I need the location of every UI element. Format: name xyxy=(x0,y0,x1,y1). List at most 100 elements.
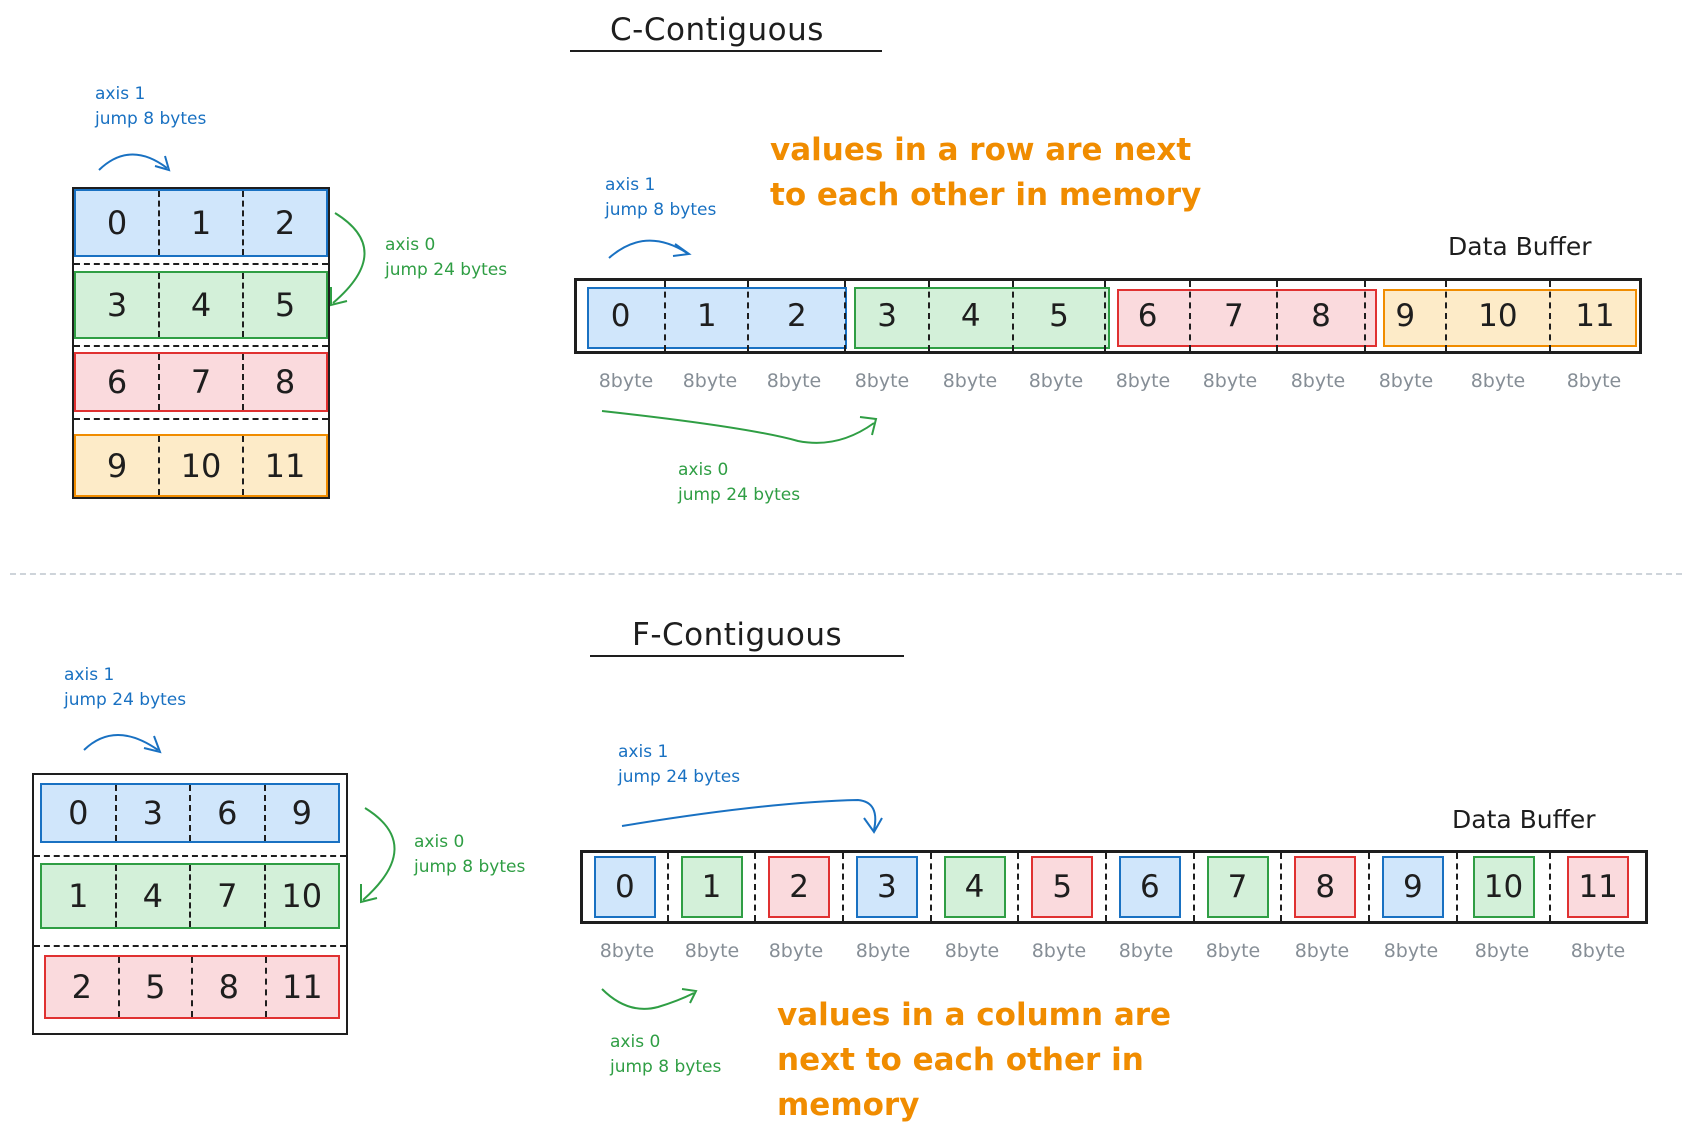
c-matrix-cell: 6 xyxy=(76,354,160,410)
c-matrix-cell: 3 xyxy=(76,273,160,337)
f-contiguous-title: F-Contiguous xyxy=(632,617,843,653)
c-buffer-cell: 11 xyxy=(1575,298,1615,334)
c-buffer-group-2 xyxy=(1117,289,1377,347)
c-matrix-row-0: 0 1 2 xyxy=(74,189,328,257)
c-byte-label: 8byte xyxy=(766,370,822,392)
c-buffer-label: Data Buffer xyxy=(1448,232,1592,261)
c-buffer-axis1-label: axis 1 jump 8 bytes xyxy=(605,175,717,220)
f-buffer-cell-2: 2 xyxy=(756,853,845,921)
f-buffer-value: 8 xyxy=(1294,856,1357,918)
c-matrix-cell: 2 xyxy=(274,204,296,242)
f-matrix-cell: 0 xyxy=(42,785,117,841)
f-matrix-cell: 4 xyxy=(117,865,191,927)
f-byte-label: 8byte xyxy=(855,940,911,962)
c-data-buffer: 0 1 2 3 4 5 6 7 8 9 10 11 xyxy=(574,278,1642,354)
c-title-underline xyxy=(570,50,882,52)
f-matrix-cell: 6 xyxy=(191,785,266,841)
f-buffer-cell-7: 7 xyxy=(1195,853,1283,921)
f-buffer-cell-0: 0 xyxy=(583,853,669,921)
c-matrix: 0 1 2 3 4 5 6 7 8 9 10 11 xyxy=(72,187,330,499)
f-matrix-axis1-arrow xyxy=(83,734,162,754)
f-buffer-cell-6: 6 xyxy=(1107,853,1195,921)
f-byte-label: 8byte xyxy=(684,940,740,962)
f-matrix-cell: 3 xyxy=(117,785,191,841)
c-buffer-cell: 7 xyxy=(1191,281,1279,351)
f-buffer-value: 5 xyxy=(1031,856,1094,918)
f-matrix-cell: 7 xyxy=(191,865,266,927)
c-byte-label: 8byte xyxy=(1378,370,1434,392)
f-matrix-axis0-arrow xyxy=(360,807,396,904)
c-matrix-divider xyxy=(74,345,328,347)
f-matrix-divider xyxy=(34,945,346,947)
c-matrix-cell: 4 xyxy=(160,273,244,337)
c-matrix-axis1-arrow xyxy=(98,153,171,172)
f-byte-label: 8byte xyxy=(944,940,1000,962)
f-buffer-axis0-arrow xyxy=(601,988,698,1010)
f-buffer-cell-4: 4 xyxy=(932,853,1020,921)
f-matrix-cell: 11 xyxy=(281,968,323,1006)
c-byte-label: 8byte xyxy=(1202,370,1258,392)
f-buffer-cell-5: 5 xyxy=(1019,853,1108,921)
c-matrix-row-1: 3 4 5 xyxy=(74,271,328,339)
f-buffer-value: 7 xyxy=(1206,856,1269,918)
c-buffer-cell: 9 xyxy=(1366,281,1447,351)
c-matrix-cell: 5 xyxy=(274,286,296,324)
f-buffer-cell-9: 9 xyxy=(1370,853,1458,921)
c-buffer-cell: 3 xyxy=(846,281,930,351)
f-buffer-cell-1: 1 xyxy=(669,853,757,921)
f-byte-label: 8byte xyxy=(1570,940,1626,962)
c-contiguous-title: C-Contiguous xyxy=(610,12,824,48)
c-buffer-group-3 xyxy=(1383,289,1637,347)
f-matrix-row-0: 0 3 6 9 xyxy=(40,783,340,843)
c-buffer-cell: 0 xyxy=(577,281,667,351)
f-buffer-value: 9 xyxy=(1381,856,1444,918)
f-note: values in a column are next to each othe… xyxy=(777,997,1172,1123)
f-buffer-value: 11 xyxy=(1567,856,1630,918)
c-buffer-cell: 6 xyxy=(1106,281,1192,351)
f-buffer-value: 6 xyxy=(1118,856,1181,918)
c-byte-label: 8byte xyxy=(854,370,910,392)
c-buffer-cell: 8 xyxy=(1278,281,1366,351)
f-byte-label: 8byte xyxy=(599,940,655,962)
c-byte-label: 8byte xyxy=(1290,370,1346,392)
f-buffer-axis0-label: axis 0 jump 8 bytes xyxy=(610,1032,722,1077)
f-matrix-axis1-label: axis 1 jump 24 bytes xyxy=(64,665,187,710)
section-separator xyxy=(10,573,1682,575)
f-buffer-cell-11: 11 xyxy=(1551,853,1645,921)
f-matrix-row-1: 1 4 7 10 xyxy=(40,863,340,929)
c-byte-label: 8byte xyxy=(1566,370,1622,392)
c-matrix-cell: 11 xyxy=(264,446,306,485)
c-buffer-axis0-arrow xyxy=(601,410,878,444)
c-matrix-divider xyxy=(74,263,328,265)
f-buffer-cell-3: 3 xyxy=(844,853,932,921)
f-matrix-cell: 5 xyxy=(120,957,193,1017)
f-data-buffer: 0 1 2 3 4 5 6 7 8 9 10 11 xyxy=(580,850,1648,924)
f-matrix-divider xyxy=(34,855,346,857)
f-buffer-value: 2 xyxy=(768,856,831,918)
f-buffer-label: Data Buffer xyxy=(1452,805,1596,834)
f-matrix-row-2: 2 5 8 11 xyxy=(44,955,340,1019)
f-buffer-axis1-arrow xyxy=(621,798,883,834)
f-matrix-cell: 2 xyxy=(46,957,120,1017)
c-byte-label: 8byte xyxy=(1115,370,1171,392)
f-buffer-cell-8: 8 xyxy=(1282,853,1371,921)
f-matrix-cell: 8 xyxy=(193,957,267,1017)
c-buffer-axis1-arrow xyxy=(608,239,692,259)
c-buffer-cell: 10 xyxy=(1447,281,1551,351)
c-matrix-axis0-label: axis 0 jump 24 bytes xyxy=(385,235,508,280)
c-buffer-group-1 xyxy=(854,287,1110,349)
c-buffer-axis0-label: axis 0 jump 24 bytes xyxy=(678,460,801,505)
c-buffer-cell: 2 xyxy=(749,281,847,351)
f-buffer-cell-10: 10 xyxy=(1458,853,1552,921)
c-matrix-cell: 10 xyxy=(160,436,244,495)
c-buffer-cell: 1 xyxy=(666,281,750,351)
c-buffer-cell: 5 xyxy=(1014,281,1107,351)
f-matrix-cell: 1 xyxy=(42,865,117,927)
f-byte-labels: 8byte 8byte 8byte 8byte 8byte 8byte 8byt… xyxy=(584,940,1646,962)
c-matrix-cell: 8 xyxy=(274,363,296,401)
c-matrix-cell: 7 xyxy=(160,354,244,410)
c-byte-label: 8byte xyxy=(598,370,654,392)
f-matrix-cell: 10 xyxy=(281,877,323,915)
c-matrix-cell: 1 xyxy=(160,191,244,255)
f-byte-label: 8byte xyxy=(1383,940,1439,962)
